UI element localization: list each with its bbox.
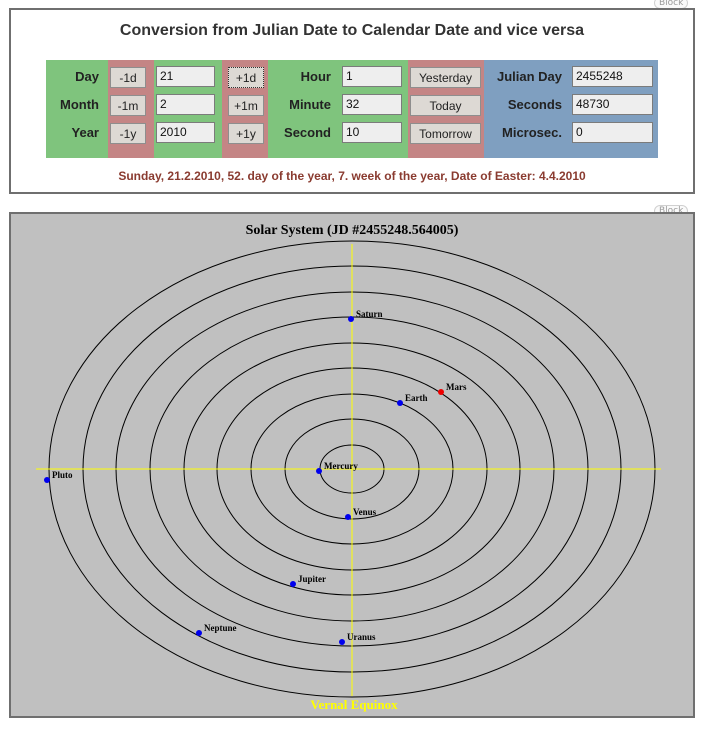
planet-pluto-dot xyxy=(44,477,50,483)
seconds-total-input[interactable]: 48730 xyxy=(572,94,653,115)
planet-mars-dot xyxy=(438,389,444,395)
seconds-total-label: Seconds xyxy=(507,97,562,112)
plus-day-button[interactable]: +1d xyxy=(228,67,264,88)
yesterday-button[interactable]: Yesterday xyxy=(410,67,481,88)
month-label: Month xyxy=(60,97,99,112)
planet-mercury-dot xyxy=(316,468,322,474)
month-input[interactable]: 2 xyxy=(156,94,215,115)
julian-day-label: Julian Day xyxy=(496,69,562,84)
planet-pluto-label: Pluto xyxy=(52,470,73,480)
solar-system-diagram: Solar System (JD #2455248.564005) Mercur… xyxy=(36,223,661,712)
tomorrow-button[interactable]: Tomorrow xyxy=(410,123,481,144)
planet-uranus-dot xyxy=(339,639,345,645)
julian-day-input[interactable]: 2455248 xyxy=(572,66,653,87)
solar-system-title: Solar System (JD #2455248.564005) xyxy=(246,223,459,238)
date-summary: Sunday, 21.2.2010, 52. day of the year, … xyxy=(118,169,586,183)
planet-earth-dot xyxy=(397,400,403,406)
planet-mercury-label: Mercury xyxy=(324,461,358,471)
second-label: Second xyxy=(284,125,331,140)
hour-label: Hour xyxy=(300,69,331,84)
planet-venus-label: Venus xyxy=(353,507,377,517)
planet-saturn-dot xyxy=(348,316,354,322)
date-label-column xyxy=(46,60,108,158)
plus-month-button[interactable]: +1m xyxy=(228,95,264,116)
planet-jupiter-label: Jupiter xyxy=(298,574,326,584)
today-button[interactable]: Today xyxy=(410,95,481,116)
year-label: Year xyxy=(71,125,99,140)
planet-earth-label: Earth xyxy=(405,393,428,403)
microseconds-label: Microsec. xyxy=(502,125,562,140)
microseconds-input[interactable]: 0 xyxy=(572,122,653,143)
planet-saturn-label: Saturn xyxy=(356,309,383,319)
planet-uranus-label: Uranus xyxy=(347,632,376,642)
solar-system-panel: Solar System (JD #2455248.564005) Mercur… xyxy=(9,212,695,718)
minute-label: Minute xyxy=(289,97,331,112)
day-input[interactable]: 21 xyxy=(156,66,215,87)
planet-venus-dot xyxy=(345,514,351,520)
minute-input[interactable]: 32 xyxy=(342,94,402,115)
planet-neptune-dot xyxy=(196,630,202,636)
year-input[interactable]: 2010 xyxy=(156,122,215,143)
converter-title: Conversion from Julian Date to Calendar … xyxy=(119,22,585,39)
minus-year-button[interactable]: -1y xyxy=(110,123,146,144)
minus-month-button[interactable]: -1m xyxy=(110,95,146,116)
converter-panel: Conversion from Julian Date to Calendar … xyxy=(9,8,695,194)
plus-year-button[interactable]: +1y xyxy=(228,123,264,144)
planet-neptune-label: Neptune xyxy=(204,623,237,633)
vernal-equinox-label: Vernal Equinox xyxy=(310,697,398,712)
planet-jupiter-dot xyxy=(290,581,296,587)
minus-day-button[interactable]: -1d xyxy=(110,67,146,88)
planet-mars-label: Mars xyxy=(446,382,467,392)
day-label: Day xyxy=(75,69,99,84)
second-input[interactable]: 10 xyxy=(342,122,402,143)
hour-input[interactable]: 1 xyxy=(342,66,402,87)
